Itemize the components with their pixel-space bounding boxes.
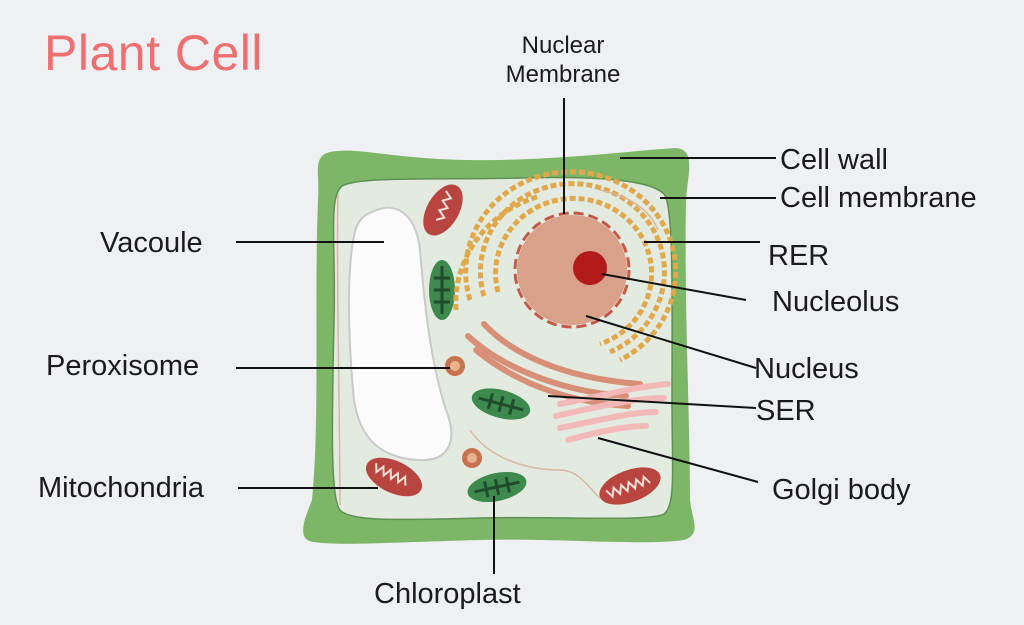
chloroplast-top [429,260,455,320]
leader-golgi [597,437,759,483]
label-mitochondria: Mitochondria [38,472,205,504]
label-nucleolus: Nucleolus [772,286,900,318]
leader-lines [236,98,776,574]
leader-nucleus [585,315,757,369]
nucleus [517,215,627,325]
label-chloroplast: Chloroplast [374,578,521,610]
label-golgi-body: Golgi body [772,474,911,506]
rough-er [453,169,679,363]
label-vacuole: Vacoule [100,227,203,259]
mitochondrion-left [365,457,423,497]
label-nucleus: Nucleus [754,353,859,385]
golgi-body [553,381,671,443]
label-cell-wall: Cell wall [780,144,888,176]
label-nuclear-membrane: Nuclear Membrane [505,32,621,88]
nuclear-membrane [513,211,631,329]
leader-nucleolus [601,273,747,301]
chloroplast-bottom [467,471,527,503]
nucleolus [573,251,607,285]
label-cell-membrane: Cell membrane [780,182,977,214]
leader-ser [547,395,757,409]
label-rer: RER [768,240,830,272]
label-ser: SER [756,395,816,427]
vacuole [348,206,453,462]
mitochondrion-right [599,467,661,505]
diagram-title: Plant Cell [44,25,263,81]
label-peroxisome: Peroxisome [46,350,200,382]
chloroplast-middle [471,388,531,420]
mitochondrion-top [423,184,463,236]
